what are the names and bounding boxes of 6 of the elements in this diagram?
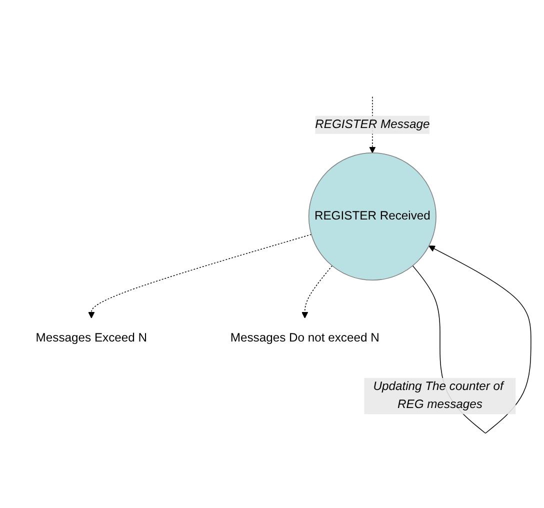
arrow (428, 246, 532, 434)
state-circle: REGISTER Received (308, 152, 436, 281)
arrow (88, 234, 312, 319)
text-label: Messages Exceed N (36, 332, 147, 345)
text-label: Messages Do not exceed N (230, 332, 380, 345)
arrow (302, 266, 332, 319)
